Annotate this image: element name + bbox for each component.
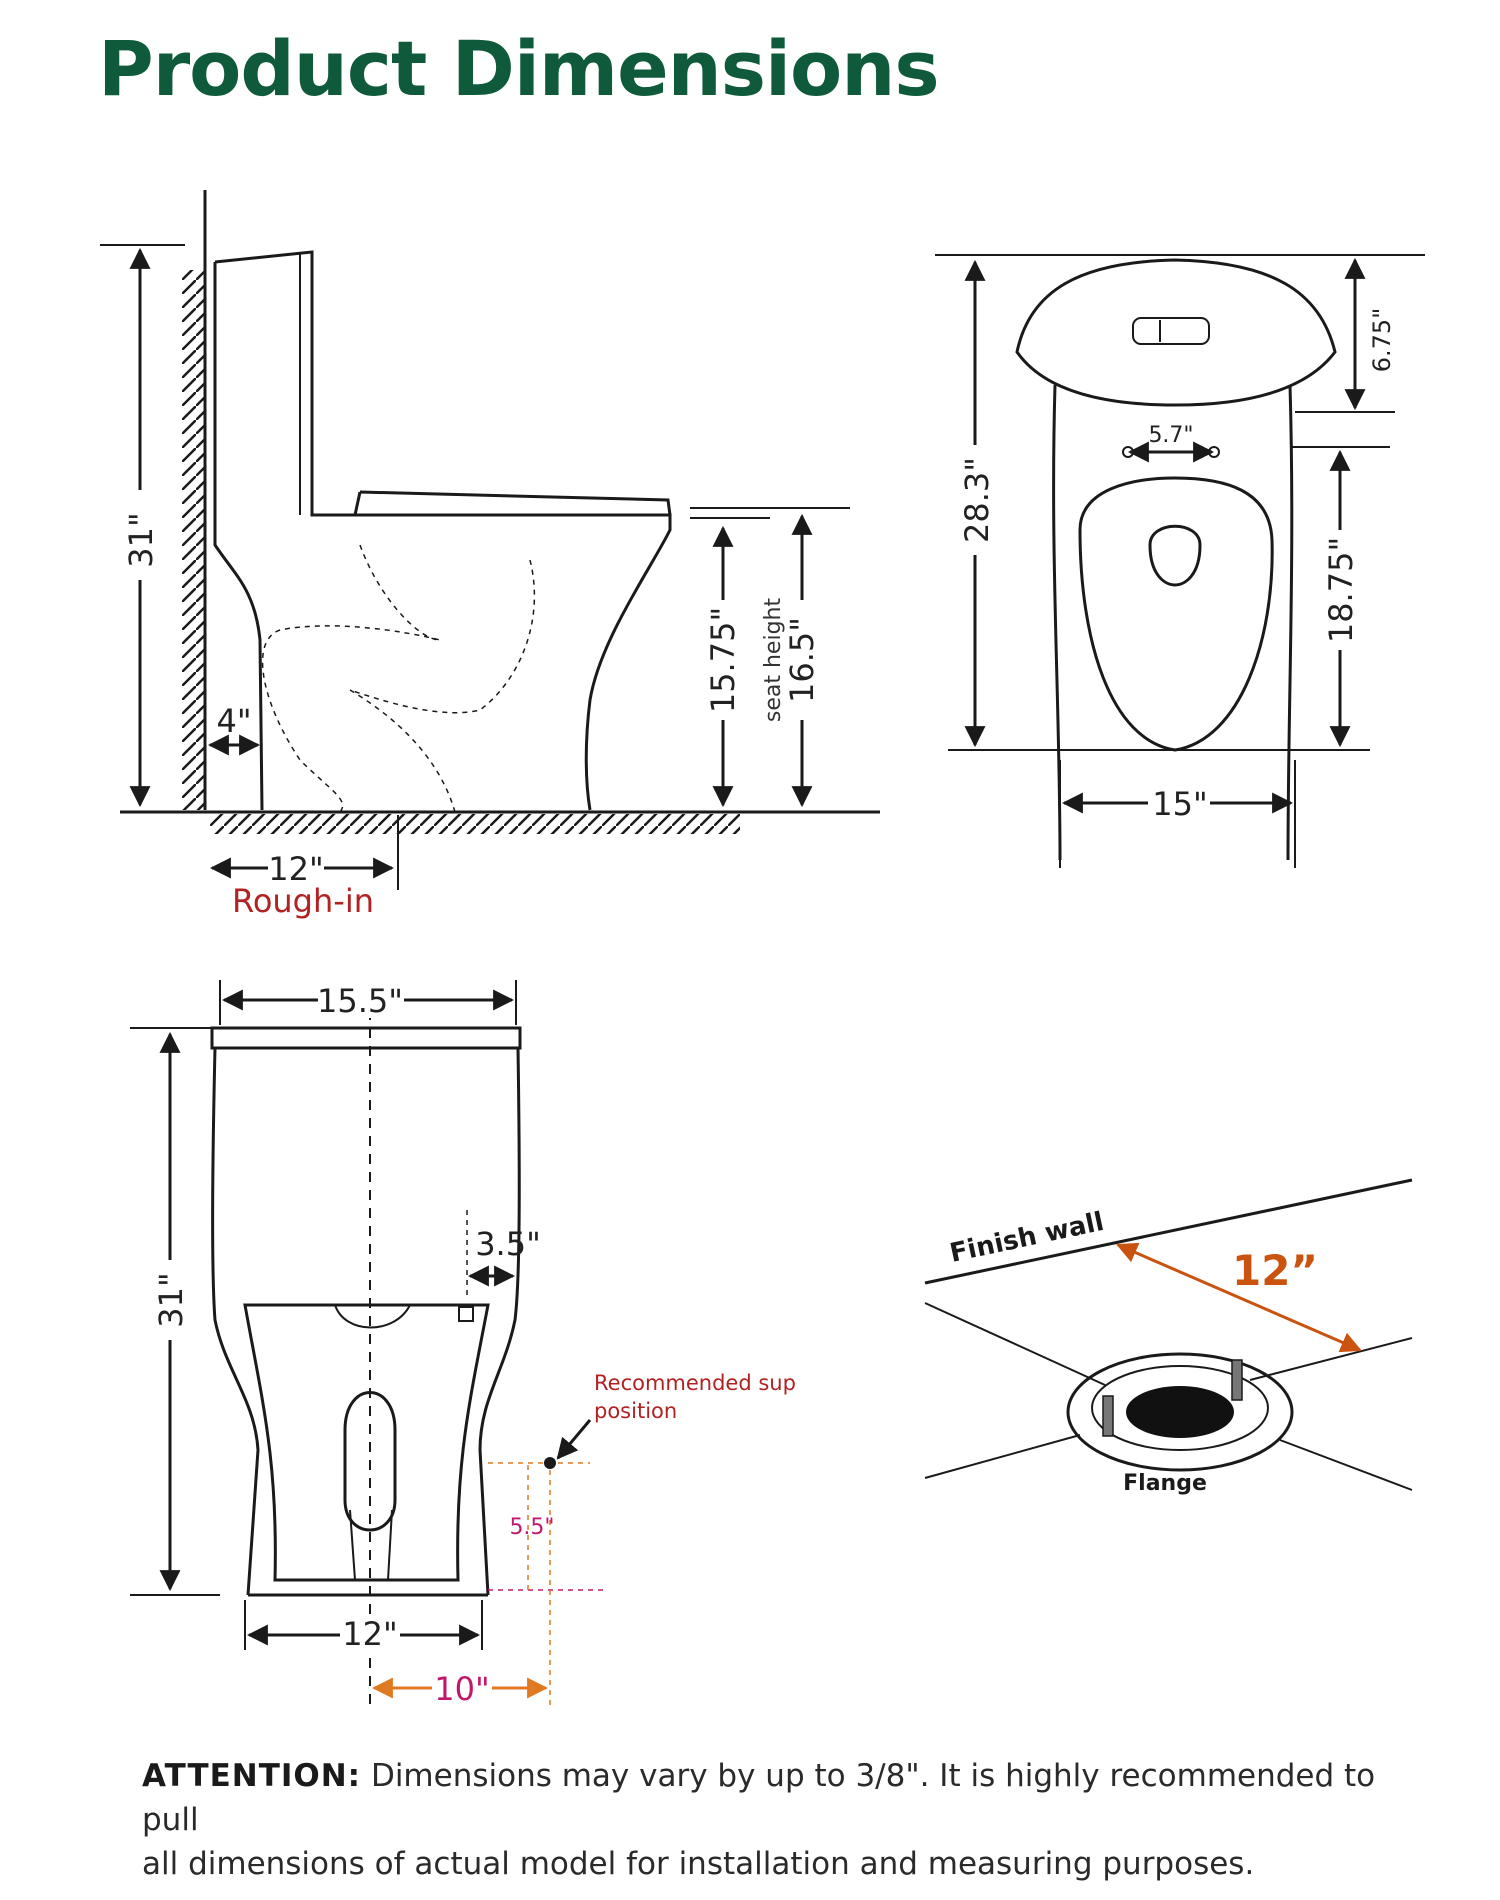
attention-label: ATTENTION:	[142, 1758, 362, 1794]
front-view: 15.5" 31" 3.5" 12" 5.5" Recommended sup …	[130, 980, 796, 1710]
toilet-seat	[353, 490, 672, 516]
supply-note-line2: position	[594, 1399, 677, 1423]
front-width-label: 15.5"	[317, 982, 403, 1020]
tank-front	[211, 1047, 521, 1596]
base-width-label: 12"	[342, 1615, 397, 1653]
side-offset-label: 3.5"	[475, 1225, 541, 1263]
page-title: Product Dimensions	[98, 24, 940, 113]
seat-height-value: 16.5"	[783, 617, 821, 703]
tank-top	[1015, 258, 1337, 407]
side-view: 31" 4" 15.75" 16.5" seat height 12" Roug…	[100, 190, 880, 920]
bowl-curve	[334, 1304, 411, 1329]
floor-hatch	[210, 814, 740, 834]
attention-text-line1: Dimensions may vary by up to 3/8". It is…	[142, 1758, 1376, 1838]
rough-in-value: 12"	[268, 850, 323, 888]
rough-in-label: Rough-in	[232, 882, 374, 920]
total-depth-label: 28.3"	[958, 457, 996, 543]
flange-hole	[1126, 1386, 1234, 1438]
flange-outer	[1066, 1352, 1294, 1472]
attention-note: ATTENTION: Dimensions may vary by up to …	[142, 1754, 1382, 1886]
wall-gap-label: 4"	[216, 702, 251, 740]
seat-height-text: seat height	[761, 598, 786, 723]
finish-wall-line	[924, 1178, 1413, 1285]
hole-spacing-label: 5.7"	[1148, 423, 1193, 448]
front-height-label: 31"	[152, 1272, 190, 1327]
trap-oval	[343, 1391, 397, 1532]
top-view: 5.7" 6.75" 28.3" 18.75" 15"	[935, 254, 1425, 868]
supply-note-line1: Recommended sup	[594, 1371, 796, 1395]
attention-text-line2: all dimensions of actual model for insta…	[142, 1846, 1255, 1882]
bowl-front	[243, 1303, 490, 1582]
bowl-height-label: 15.75"	[704, 607, 742, 713]
tank-depth-label: 6.75"	[1368, 308, 1396, 372]
supply-point	[544, 1457, 556, 1469]
supply-box	[458, 1306, 474, 1322]
width-label: 15"	[1152, 785, 1207, 823]
supply-offset-label: 10"	[434, 1670, 489, 1708]
trapway-dashed	[261, 544, 536, 813]
toilet-side-outline	[213, 250, 672, 811]
flush-button	[1132, 317, 1210, 345]
bowl-length-label: 18.75"	[1322, 537, 1360, 643]
supply-height-label: 5.5"	[509, 1515, 554, 1540]
wall-hatch	[182, 270, 204, 810]
flange-distance-label: 12”	[1232, 1246, 1318, 1295]
seat-top	[1078, 476, 1274, 752]
flange-view: Finish wall 12” Flange	[924, 1178, 1413, 1496]
bowl-opening	[1148, 524, 1202, 587]
tank-lid-front	[210, 1026, 522, 1050]
side-height-label: 31"	[122, 512, 160, 567]
flange-label: Flange	[1123, 1471, 1207, 1496]
finish-wall-label: Finish wall	[947, 1207, 1106, 1269]
